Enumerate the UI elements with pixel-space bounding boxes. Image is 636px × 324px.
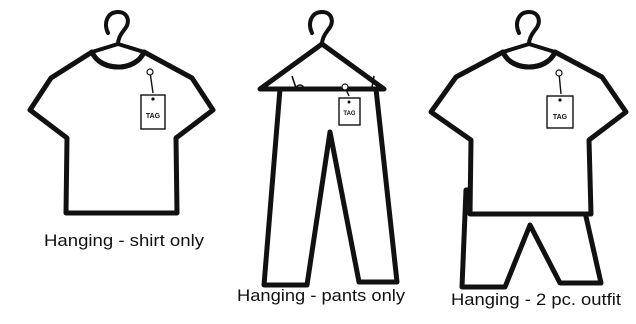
- two-piece-outfit-figure: TAG: [431, 12, 626, 287]
- shirt-icon: [30, 52, 213, 213]
- pants-icon: [264, 89, 397, 285]
- hanger-icon: [260, 12, 384, 89]
- caption-two-piece-outfit: Hanging - 2 pc. outfit: [451, 290, 621, 309]
- hanger-icon: [106, 12, 128, 44]
- hanger-icon: [517, 12, 539, 44]
- tag-label: TAG: [146, 113, 161, 120]
- tag-label: TAG: [553, 114, 568, 121]
- caption-shirt-only: Hanging - shirt only: [44, 231, 205, 250]
- tag-label: TAG: [343, 111, 356, 117]
- pants-only-figure: TAG: [260, 12, 397, 285]
- shirt-only-figure: TAG: [30, 12, 213, 213]
- shirt-icon: [431, 52, 626, 214]
- caption-pants-only: Hanging - pants only: [237, 286, 406, 305]
